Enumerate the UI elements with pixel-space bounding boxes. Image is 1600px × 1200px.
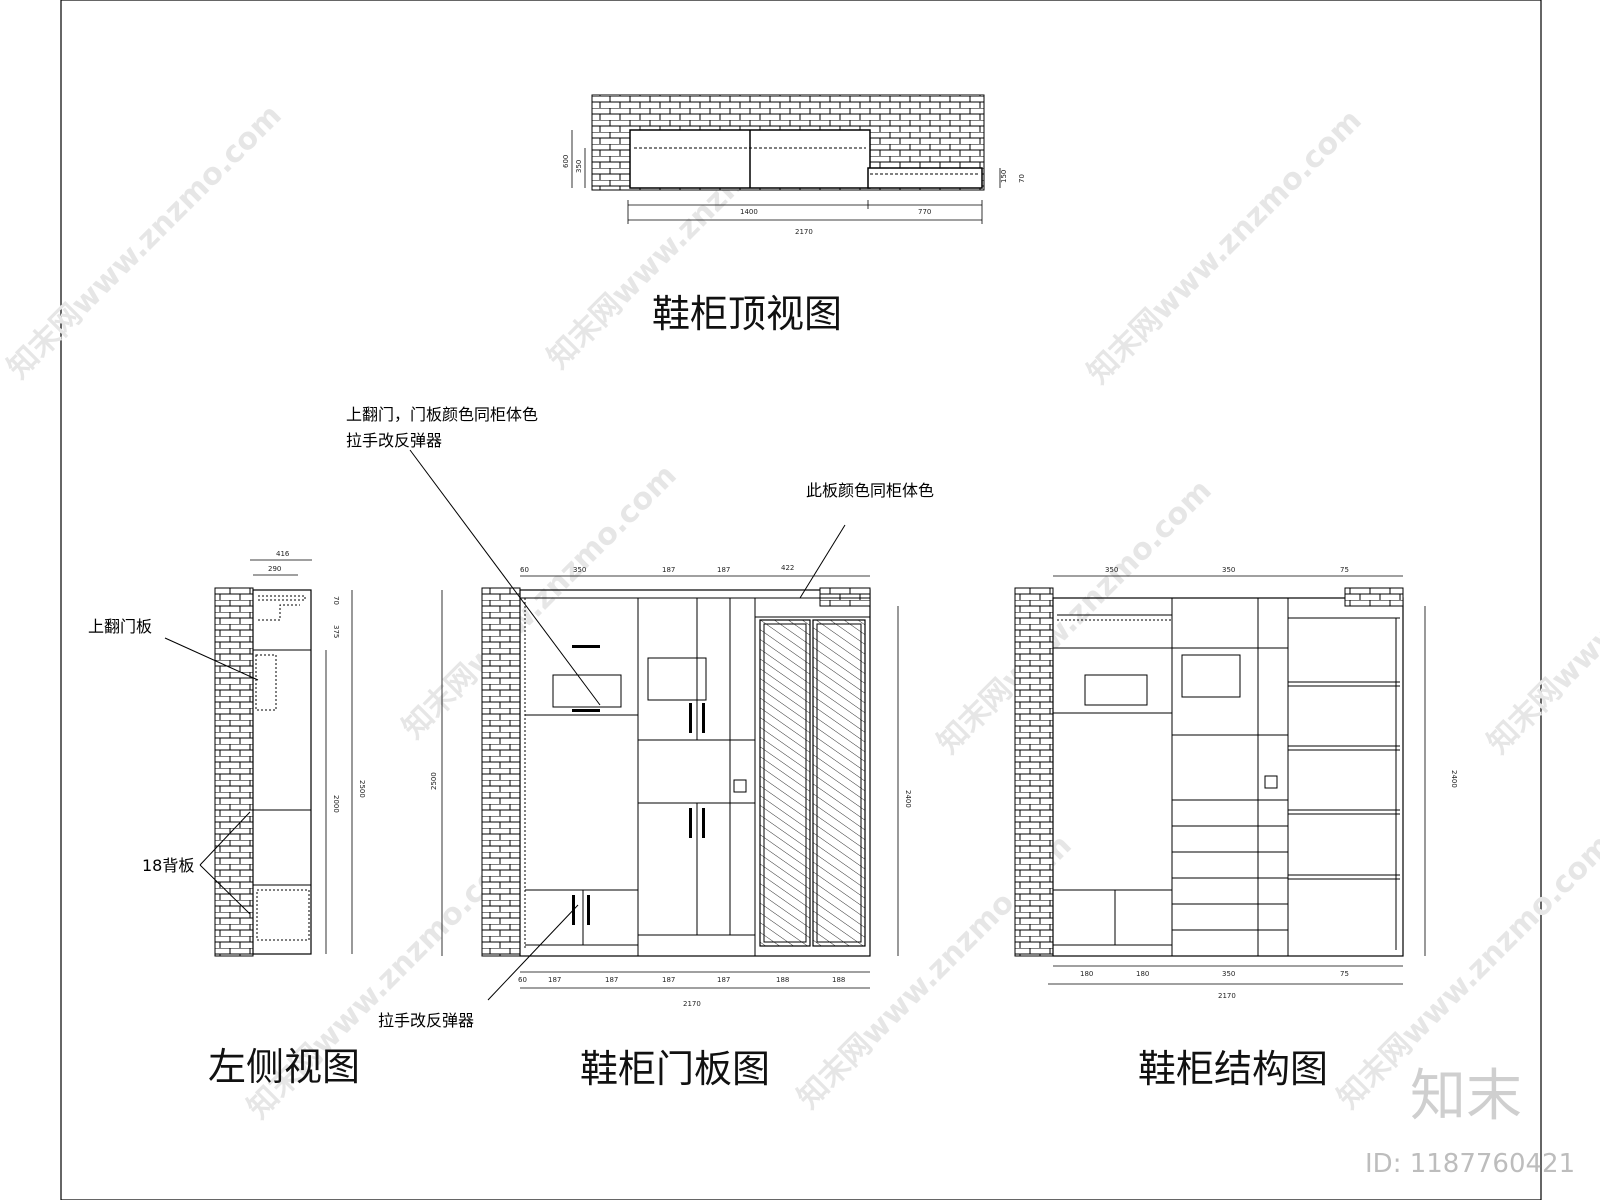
note-handle-rebound: 拉手改反弹器 [378,1011,474,1030]
watermark-text: 知末网www.znzmo.com [396,458,684,746]
door-dim-b1: 60 [518,976,527,984]
door-view-drawing: 60 350 187 187 422 60 187 187 187 187 18… [409,449,912,1008]
leader-flip-door [409,449,601,706]
door-dim-d4b: 187 [717,566,730,574]
structure-dim-col1: 350 [1105,566,1118,574]
top-dim-depth-right2: 70 [1018,174,1026,183]
note-flip-panel: 上翻门板 [88,617,152,636]
top-dim-depth-inner: 350 [575,160,583,173]
structure-cabinet [1052,597,1404,957]
top-dim-depth-right: 150 [1000,170,1008,183]
left-view-cabinet [252,589,312,955]
top-dim-depth: 600 [562,155,570,168]
left-view-brick-wall [214,587,254,957]
door-dim-b6: 188 [776,976,789,984]
top-view-cabinet-right [867,167,983,189]
door-flip-panel [552,674,622,708]
structure-dim-height: 2400 [1450,770,1458,788]
door-view-cabinet [519,589,871,957]
top-dim-total: 2170 [795,228,813,236]
structure-brick-wall [1014,587,1054,957]
leader-back-panel-b [199,864,251,915]
structure-dim-sub3: 350 [1222,970,1235,978]
left-dim-body: 2000 [332,795,340,813]
watermark-id: ID: 1187760421 [1365,1149,1575,1179]
watermark-text: 知末网www.znzmo.com [1,98,289,386]
watermark-text: 知末网www.znzmo.com [931,473,1219,761]
structure-dim-sub4: 75 [1340,970,1349,978]
note-panel-color: 此板颜色同柜体色 [806,481,934,500]
leader-back-panel-a [199,811,251,866]
structure-dim-col3: 75 [1340,566,1349,574]
door-display-box [647,657,707,701]
door-tall-left [759,619,811,947]
door-dim-d1: 60 [520,566,529,574]
leader-handle-rebound [487,904,579,1001]
sheet-frame [60,0,1542,1200]
left-view-drawing: 416 290 2500 2000 70 375 [164,550,366,957]
door-dim-height-right: 2400 [904,790,912,808]
title-door-view: 鞋柜门板图 [580,1047,770,1091]
note-back-panel: 18背板 [142,856,194,875]
left-dim-top-b: 290 [268,565,281,573]
door-dim-total: 2170 [683,1000,701,1008]
door-dim-b5: 187 [717,976,730,984]
leader-flip-panel [164,637,259,681]
title-structure-view: 鞋柜结构图 [1138,1047,1328,1091]
note-handle-rebound-top: 拉手改反弹器 [346,431,442,450]
left-dim-top-a: 416 [276,550,290,558]
door-dim-d4: 187 [662,566,675,574]
structure-view-drawing: 350 350 75 180 180 350 75 2170 2400 [1014,566,1458,1000]
top-dim-left: 1400 [740,208,758,216]
door-tall-right [812,619,866,947]
title-left-view: 左侧视图 [208,1045,360,1089]
door-dim-d2: 350 [573,566,586,574]
door-dim-height: 2500 [430,772,438,790]
door-dim-b7: 188 [832,976,845,984]
watermark-logo: 知末 [1410,1064,1522,1129]
left-dim-top: 70 [332,596,340,605]
leader-panel-color [799,524,846,599]
left-dim-upper: 375 [332,625,340,638]
door-view-brick-wall [481,587,521,957]
door-dim-b3: 187 [605,976,618,984]
door-dim-b2: 187 [548,976,561,984]
structure-dim-sub2: 180 [1136,970,1149,978]
structure-dim-total: 2170 [1218,992,1236,1000]
watermark-text: 知末网www.znzmo.com [1081,103,1369,391]
structure-dim-sub1: 180 [1080,970,1093,978]
top-dim-right: 770 [918,208,931,216]
left-dim-height: 2500 [358,780,366,798]
note-flip-door: 上翻门，门板颜色同柜体色 [346,405,538,424]
title-top-view: 鞋柜顶视图 [652,292,842,336]
top-view-drawing: 1400 770 2170 600 350 150 70 [562,94,1026,236]
door-dim-b4: 187 [662,976,675,984]
structure-dim-col2: 350 [1222,566,1235,574]
door-dim-top: 422 [781,564,794,572]
